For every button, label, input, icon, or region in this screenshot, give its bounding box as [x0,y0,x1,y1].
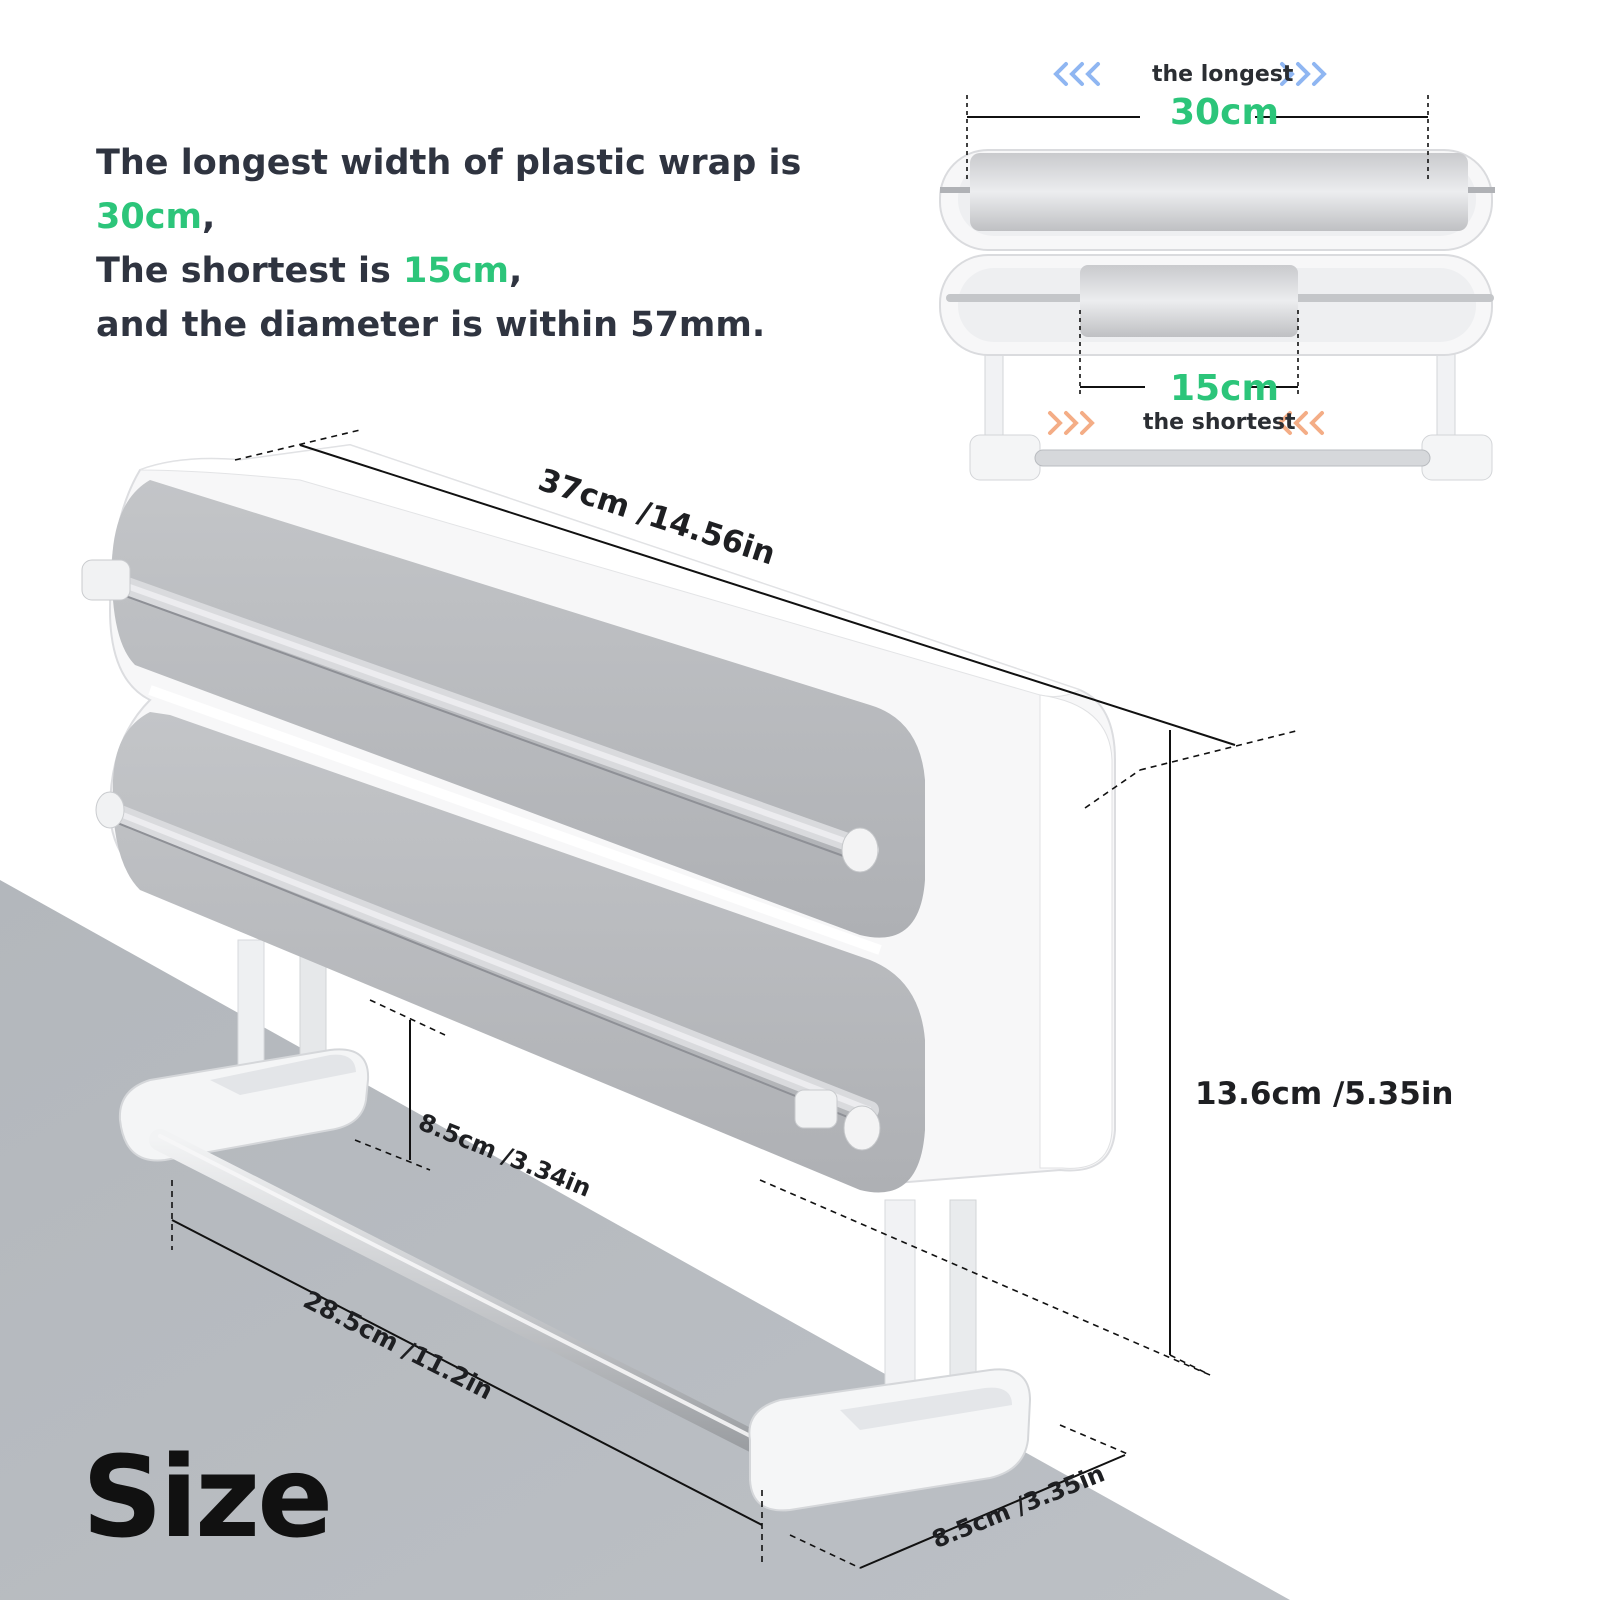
shortest-width-value: 15cm [403,251,509,291]
headline-line-2: The shortest is 15cm, [96,244,896,298]
headline-line-2-suffix: , [508,251,523,291]
inset-short-roll [1080,265,1298,337]
lower-slider [794,1089,838,1129]
headline-line-2-text: The shortest is [96,251,404,291]
headline-line-1-suffix: , [201,197,216,237]
dispenser-side [1039,694,1113,1169]
headline-line-3: and the diameter is within 57mm. [96,305,766,345]
longest-width-value: 30cm [96,197,202,237]
leg-right-2 [949,1199,977,1401]
lower-left-cap [95,791,125,829]
inset-shortest-value: 15cm [1170,368,1279,409]
headline-text: The longest width of plastic wrap is 30c… [96,136,896,352]
upper-end-cap [841,827,879,873]
foot-left-top [210,1054,356,1095]
towel-bar [149,1129,781,1461]
inset-longest-value: 30cm [1170,92,1279,133]
headline-line-1-text: The longest width of plastic wrap is [96,143,802,183]
inset-long-roll [970,153,1468,231]
lower-panel [112,712,925,1193]
inset-foot-left [969,434,1041,481]
inset-width-diagram [939,62,1495,481]
chevron-left-icon [1053,62,1100,86]
size-title: Size [82,1433,333,1563]
dimension-lines [171,429,1301,1569]
upper-panel [111,480,925,938]
upper-slider [81,559,131,601]
leg-back-left-1 [237,939,265,1081]
chevron-left-icon [1277,411,1324,435]
inset-towel-bar [1034,449,1431,467]
chevron-right-icon [1048,411,1095,435]
chevron-right-icon [1280,62,1327,86]
dimension-height-label: 13.6cm /5.35in [1195,1076,1454,1112]
lower-end-cap [843,1105,881,1151]
inset-longest-label: the longest [1152,62,1294,87]
dispenser-top [139,444,1082,698]
inset-shortest-label: the shortest [1143,410,1296,435]
inset-foot-right [1421,434,1493,481]
inset-dimension-lines [966,95,1429,395]
headline-line-1: The longest width of plastic wrap is 30c… [96,136,896,244]
